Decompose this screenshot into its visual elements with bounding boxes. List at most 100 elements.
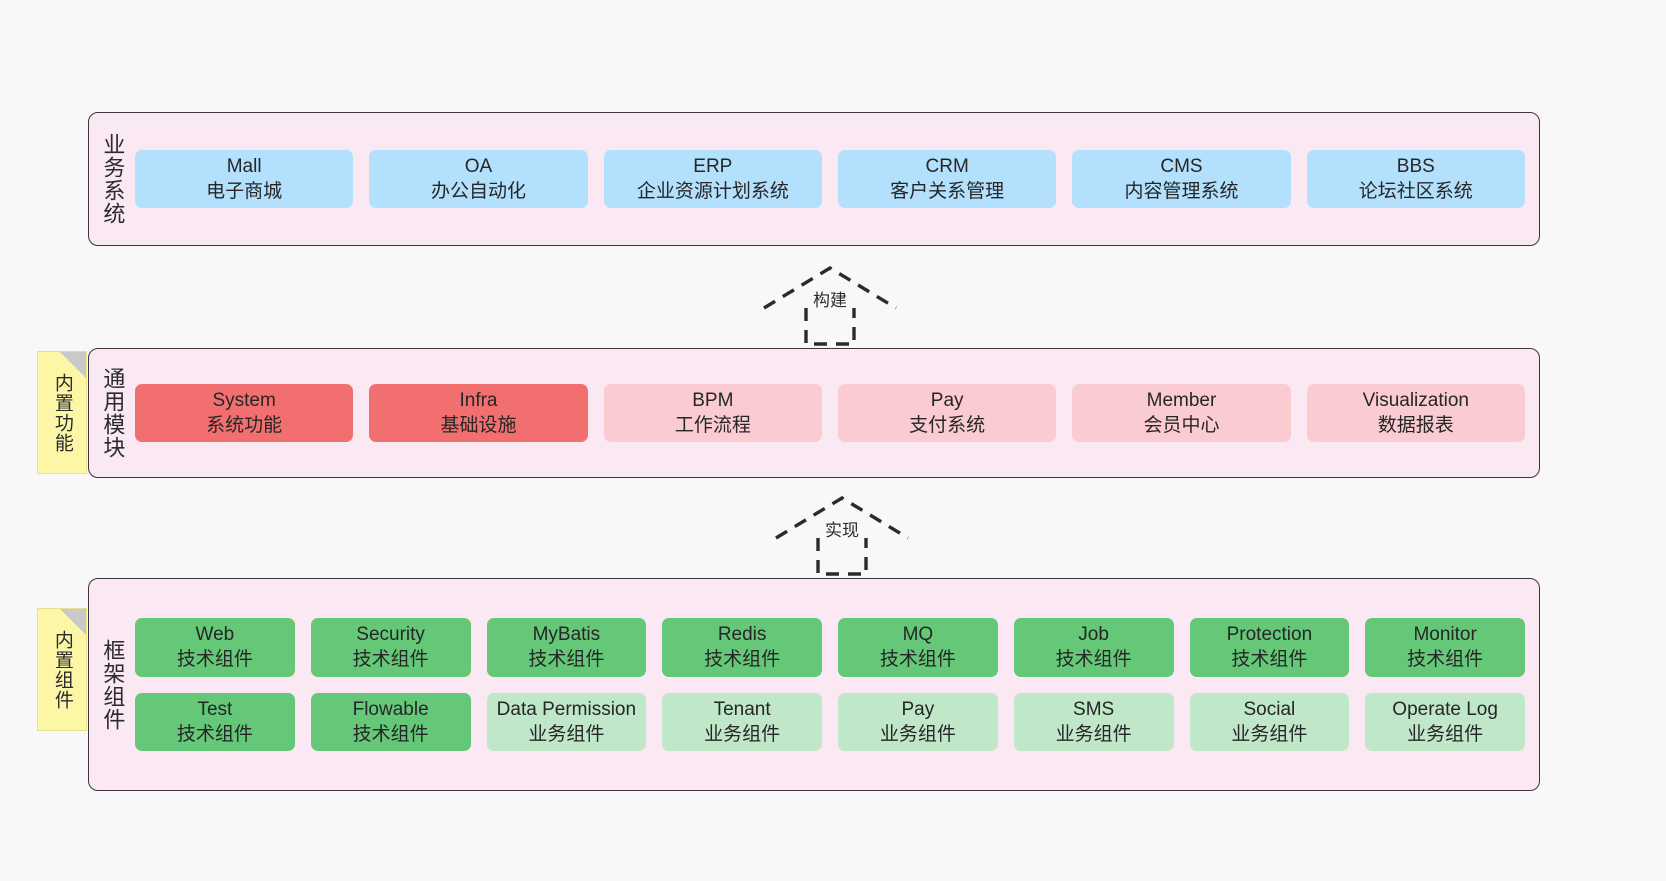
node-title: Tenant (713, 698, 771, 720)
layer-common-modules: 通用模块 System 系统功能 Infra 基础设施 BPM 工作流程 Pay… (88, 348, 1540, 478)
node-subtitle: 电子商城 (206, 181, 283, 202)
node-cms[interactable]: CMS 内容管理系统 (1072, 149, 1291, 209)
node-subtitle: 业务组件 (704, 723, 781, 745)
node-title: BPM (692, 389, 734, 411)
connector-realize-label: 实现 (825, 521, 859, 540)
node-title: Redis (717, 624, 767, 646)
node-member[interactable]: Member 会员中心 (1072, 383, 1291, 443)
node-infra[interactable]: Infra 基础设施 (369, 383, 588, 443)
node-title: Infra (459, 389, 498, 411)
node-subtitle: 系统功能 (206, 415, 283, 436)
node-subtitle: 技术组件 (352, 723, 429, 745)
layer-business-systems: 业务系统 Mall 电子商城 OA 办公自动化 ERP 企业资源计划系统 CRM… (88, 112, 1540, 246)
layer-label-common-modules: 通用模块 (100, 367, 126, 459)
node-web[interactable]: Web 技术组件 (135, 618, 295, 677)
node-operate-log[interactable]: Operate Log 业务组件 (1365, 692, 1525, 751)
node-mybatis[interactable]: MyBatis 技术组件 (486, 618, 647, 677)
layer-label-framework-components: 框架组件 (100, 638, 126, 731)
node-title: BBS (1396, 155, 1435, 177)
node-subtitle: 企业资源计划系统 (636, 181, 789, 202)
node-monitor[interactable]: Monitor 技术组件 (1365, 618, 1525, 677)
node-mq[interactable]: MQ 技术组件 (838, 618, 998, 677)
sticky-fold-icon (60, 352, 86, 378)
node-flowable[interactable]: Flowable 技术组件 (310, 692, 471, 751)
node-test[interactable]: Test 技术组件 (135, 692, 295, 751)
node-title: Test (197, 698, 233, 720)
node-redis[interactable]: Redis 技术组件 (662, 618, 822, 677)
node-subtitle: 会员中心 (1143, 415, 1220, 436)
sticky-note-label: 内置组件 (51, 629, 73, 710)
node-pay-component[interactable]: Pay 业务组件 (838, 692, 998, 751)
node-system[interactable]: System 系统功能 (135, 383, 354, 443)
node-title: Member (1146, 389, 1217, 411)
layer-body-framework-components: Web 技术组件 Security 技术组件 MyBatis 技术组件 Redi… (135, 579, 1539, 790)
node-title: CMS (1160, 155, 1203, 177)
node-bbs[interactable]: BBS 论坛社区系统 (1306, 149, 1525, 209)
node-subtitle: 基础设施 (440, 415, 517, 436)
node-subtitle: 技术组件 (1231, 649, 1308, 671)
build-arrow-icon (763, 266, 897, 346)
node-title: Data Permission (496, 698, 637, 720)
node-title: Flowable (352, 698, 429, 720)
node-mall[interactable]: Mall 电子商城 (135, 149, 354, 209)
node-row: Web 技术组件 Security 技术组件 MyBatis 技术组件 Redi… (135, 618, 1525, 677)
node-erp[interactable]: ERP 企业资源计划系统 (603, 149, 822, 209)
layer-body-common-modules: System 系统功能 Infra 基础设施 BPM 工作流程 Pay 支付系统… (135, 349, 1539, 477)
node-title: Social (1243, 698, 1296, 720)
sticky-fold-icon (60, 609, 86, 635)
node-bpm[interactable]: BPM 工作流程 (603, 383, 822, 443)
node-subtitle: 论坛社区系统 (1358, 181, 1473, 202)
node-subtitle: 业务组件 (528, 723, 605, 745)
node-subtitle: 数据报表 (1377, 415, 1454, 436)
node-subtitle: 技术组件 (176, 649, 253, 671)
layer-body-business-systems: Mall 电子商城 OA 办公自动化 ERP 企业资源计划系统 CRM 客户关系… (135, 113, 1539, 245)
node-title: Monitor (1413, 624, 1477, 646)
node-row: Mall 电子商城 OA 办公自动化 ERP 企业资源计划系统 CRM 客户关系… (135, 149, 1525, 209)
node-title: ERP (693, 155, 733, 177)
node-security[interactable]: Security 技术组件 (310, 618, 471, 677)
node-subtitle: 业务组件 (1407, 723, 1484, 745)
node-subtitle: 业务组件 (1231, 723, 1308, 745)
node-subtitle: 客户关系管理 (890, 181, 1005, 202)
node-title: Operate Log (1392, 698, 1498, 720)
node-title: Security (356, 624, 425, 646)
node-subtitle: 支付系统 (909, 415, 986, 436)
node-subtitle: 内容管理系统 (1124, 181, 1239, 202)
node-title: Pay (930, 389, 964, 411)
node-data-permission[interactable]: Data Permission 业务组件 (486, 692, 647, 751)
node-title: OA (464, 155, 493, 177)
node-protection[interactable]: Protection 技术组件 (1189, 618, 1350, 677)
node-title: Protection (1226, 624, 1313, 646)
node-subtitle: 技术组件 (176, 723, 253, 745)
node-title: SMS (1073, 698, 1115, 720)
node-visualization[interactable]: Visualization 数据报表 (1306, 383, 1525, 443)
node-title: MyBatis (532, 624, 601, 646)
node-subtitle: 办公自动化 (430, 181, 526, 202)
node-subtitle: 工作流程 (674, 415, 751, 436)
node-title: Mall (226, 155, 262, 177)
node-row: System 系统功能 Infra 基础设施 BPM 工作流程 Pay 支付系统… (135, 383, 1525, 443)
node-crm[interactable]: CRM 客户关系管理 (837, 149, 1057, 209)
node-title: Job (1078, 624, 1109, 646)
node-subtitle: 业务组件 (1055, 723, 1132, 745)
node-social[interactable]: Social 业务组件 (1189, 692, 1350, 751)
node-sms[interactable]: SMS 业务组件 (1013, 692, 1174, 751)
node-subtitle: 技术组件 (352, 649, 429, 671)
sticky-note-builtin-components: 内置组件 (37, 608, 87, 731)
node-row: Test 技术组件 Flowable 技术组件 Data Permission … (135, 692, 1525, 751)
node-subtitle: 技术组件 (528, 649, 605, 671)
connector-realize: 实现 (772, 492, 912, 576)
node-subtitle: 业务组件 (879, 723, 956, 745)
node-title: CRM (925, 155, 969, 177)
node-oa[interactable]: OA 办公自动化 (369, 149, 588, 209)
node-pay-module[interactable]: Pay 支付系统 (837, 383, 1057, 443)
sticky-note-label: 内置功能 (51, 372, 73, 453)
node-job[interactable]: Job 技术组件 (1013, 618, 1174, 677)
connector-build-label: 构建 (813, 291, 847, 310)
node-title: MQ (902, 624, 934, 646)
node-tenant[interactable]: Tenant 业务组件 (662, 692, 822, 751)
node-title: Pay (901, 698, 935, 720)
node-title: Visualization (1362, 389, 1469, 411)
node-subtitle: 技术组件 (704, 649, 781, 671)
